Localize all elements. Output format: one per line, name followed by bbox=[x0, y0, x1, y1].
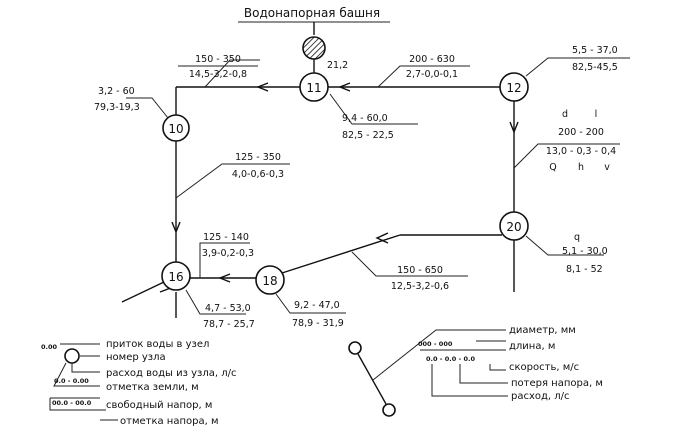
leader-11-10 bbox=[204, 59, 260, 88]
legend-pipe-line-q bbox=[431, 364, 508, 397]
pipe-11-10-qhv: 14,5-3,2-0,8 bbox=[189, 69, 247, 80]
pipe-10-16-dl: 125 - 350 bbox=[235, 152, 281, 163]
node-20-heads: 8,1 - 52 bbox=[566, 264, 603, 275]
legend-node-line-5 bbox=[49, 398, 106, 411]
pipe-12-20-foot-v: v bbox=[604, 162, 610, 173]
leader-node-16 bbox=[185, 289, 246, 315]
legend-velocity: скорость, м/с bbox=[509, 362, 579, 373]
leader-node-18 bbox=[275, 293, 346, 314]
legend-pipe-line-h bbox=[459, 364, 508, 384]
node-12: 12 bbox=[499, 72, 529, 102]
leader-node-10 bbox=[126, 97, 169, 119]
node-10-number: 10 bbox=[168, 122, 183, 136]
arrow-12-20-icon bbox=[509, 121, 519, 134]
legend-node-demand: расход воды из узла, л/с bbox=[106, 368, 236, 379]
node-20-number: 20 bbox=[506, 220, 521, 234]
legend-node-circle bbox=[64, 348, 80, 364]
node-11-number: 11 bbox=[306, 81, 321, 95]
leader-node-12 bbox=[525, 57, 630, 77]
legend-pipe-segment bbox=[357, 353, 387, 405]
leader-18-16 bbox=[199, 242, 250, 278]
pipe-18-16-qhv: 3,9-0,2-0,3 bbox=[202, 248, 254, 259]
leader-12-20 bbox=[513, 143, 620, 169]
arrow-18-16-icon bbox=[218, 273, 231, 283]
node-20-demand: 5,1 - 30,0 bbox=[562, 246, 608, 257]
node-12-demand: 5,5 - 37,0 bbox=[572, 45, 618, 56]
node-10: 10 bbox=[162, 114, 190, 142]
pipe-20-18-dl: 150 - 650 bbox=[397, 265, 443, 276]
legend-free-head: свободный напор, м bbox=[106, 400, 212, 411]
arrow-10-16-icon bbox=[171, 221, 181, 234]
legend-node-line-3 bbox=[53, 362, 100, 387]
pipe-12-20-foot-h: h bbox=[578, 162, 584, 173]
pipe-12-20-qhv: 13,0 - 0,3 - 0,4 bbox=[546, 146, 616, 157]
arrow-12-11-icon bbox=[338, 82, 351, 92]
water-tower-icon bbox=[302, 36, 326, 60]
pipe-12-20-dl: 200 - 200 bbox=[558, 127, 604, 138]
legend-pipe: 000 - 000 0.0 - 0.0 - 0.0 диаметр, мм дл… bbox=[348, 325, 603, 417]
legend-node-number: номер узла bbox=[106, 352, 166, 363]
pipe-11-10-dl: 150 - 350 bbox=[195, 54, 241, 65]
node-16-number: 16 bbox=[168, 270, 183, 284]
pipe-18-16-dl: 125 - 140 bbox=[203, 232, 249, 243]
legend-length: длина, м bbox=[509, 341, 555, 352]
node-20: 20 bbox=[499, 211, 529, 241]
legend-pipe-sample-top: 000 - 000 bbox=[418, 340, 453, 348]
tower-elevation: 21,2 bbox=[327, 60, 348, 71]
legend-flow: расход, л/с bbox=[511, 391, 570, 402]
leader-node-11 bbox=[329, 93, 418, 125]
legend-ground-elevation: отметка земли, м bbox=[106, 382, 199, 393]
leader-10-16 bbox=[175, 163, 290, 199]
legend-pipe-node-a bbox=[348, 341, 362, 355]
legend-pipe-line-v bbox=[489, 364, 506, 371]
pipe-20-18-diagonal bbox=[281, 234, 401, 274]
pipe-16-stub bbox=[121, 281, 165, 303]
node-18-number: 18 bbox=[262, 274, 277, 288]
leader-node-20 bbox=[525, 235, 604, 256]
node-16-heads: 78,7 - 25,7 bbox=[203, 319, 255, 330]
pipe-12-20-head-l: l bbox=[595, 109, 598, 120]
pipe-20-18-qhv: 12,5-3,2-0,6 bbox=[391, 281, 449, 292]
diagram-title: Водонапорная башня bbox=[244, 6, 380, 20]
pipe-12-20-foot-q: Q bbox=[549, 162, 556, 173]
legend-sample-ground: 0.0 - 0.00 bbox=[54, 377, 89, 385]
pipe-10-16-qhv: 4,0-0,6-0,3 bbox=[232, 169, 284, 180]
node-11-demand: 9,4 - 60,0 bbox=[342, 113, 388, 124]
legend-inflow: приток воды в узел bbox=[106, 339, 209, 350]
legend-diameter: диаметр, мм bbox=[509, 325, 576, 336]
pipe-12-11-qhv: 2,7-0,0-0,1 bbox=[406, 69, 458, 80]
node-20-q: q bbox=[574, 232, 580, 243]
node-18-heads: 78,9 - 31,9 bbox=[292, 318, 344, 329]
legend-sample-inflow: 0.00 bbox=[41, 343, 58, 351]
node-18: 18 bbox=[255, 265, 285, 295]
node-18-demand: 9,2 - 47,0 bbox=[294, 300, 340, 311]
arrow-11-10-icon bbox=[256, 82, 269, 92]
legend-pipe-leader bbox=[372, 329, 506, 381]
legend-node-line-2 bbox=[71, 363, 100, 373]
node-16-demand: 4,7 - 53,0 bbox=[205, 303, 251, 314]
legend-head-loss: потеря напора, м bbox=[511, 378, 603, 389]
legend-pipe-node-b bbox=[382, 403, 396, 417]
node-12-heads: 82,5-45,5 bbox=[572, 62, 618, 73]
node-10-demand: 3,2 - 60 bbox=[98, 86, 135, 97]
pipe-12-11-dl: 200 - 630 bbox=[409, 54, 455, 65]
legend-node: 0.00 0.0 - 0.00 00.0 - 00.0 приток воды … bbox=[41, 339, 236, 427]
leader-20-18 bbox=[351, 251, 468, 277]
leader-12-11 bbox=[377, 65, 470, 88]
node-12-number: 12 bbox=[506, 81, 521, 95]
arrow-20-18-icon bbox=[375, 232, 389, 244]
node-16: 16 bbox=[161, 261, 191, 291]
legend-head-elevation: отметка напора, м bbox=[120, 416, 219, 427]
legend-sample-head: 00.0 - 00.0 bbox=[52, 399, 92, 407]
node-11-heads: 82,5 - 22,5 bbox=[342, 130, 394, 141]
legend-pipe-sample-bot: 0.0 - 0.0 - 0.0 bbox=[426, 355, 475, 363]
node-11: 11 bbox=[299, 72, 329, 102]
pipe-12-20-head-d: d bbox=[562, 109, 568, 120]
node-10-heads: 79,3-19,3 bbox=[94, 102, 140, 113]
